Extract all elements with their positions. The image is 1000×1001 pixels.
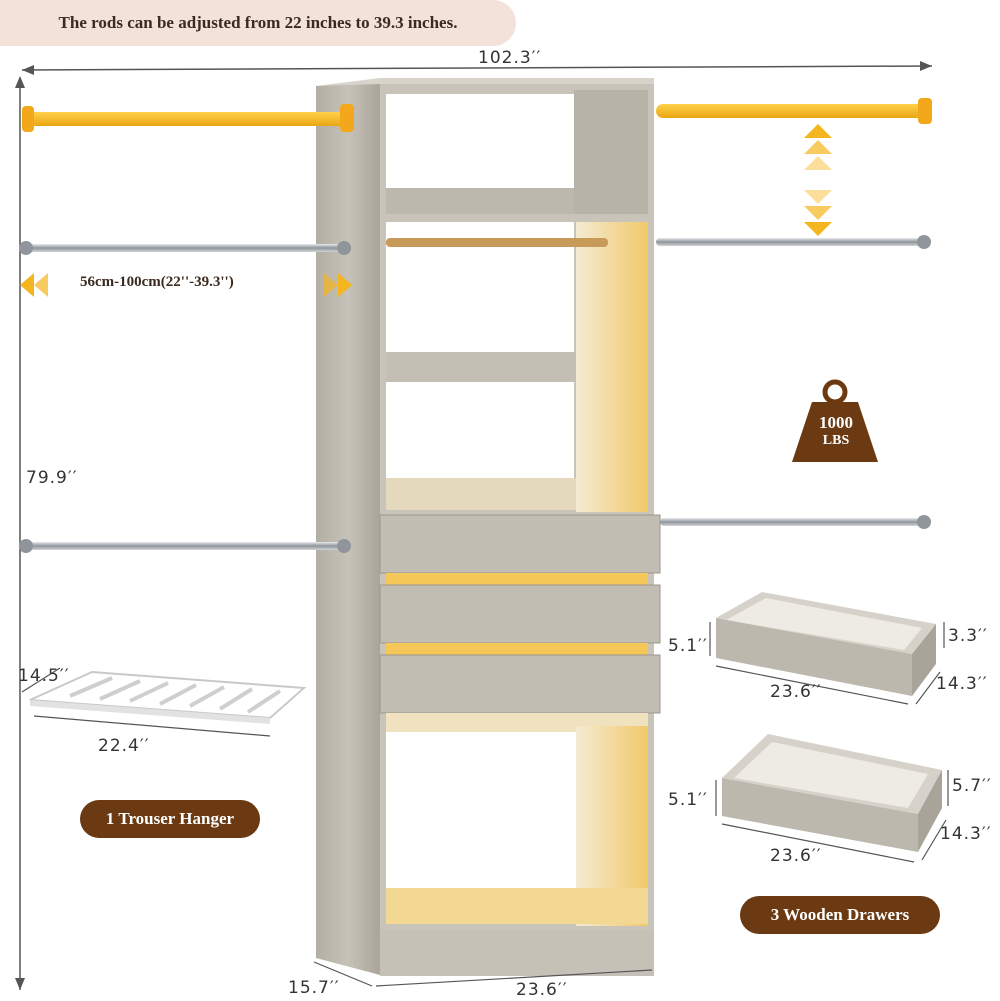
gold-rod-left [22, 104, 354, 132]
header-note: The rods can be adjusted from 22 inches … [58, 13, 458, 32]
depth-label: 15.7′′ [288, 978, 340, 998]
silver-rod-right-lower [660, 515, 931, 529]
silver-rod-left-lower [19, 539, 351, 553]
total-width-label: 102.3′′ [478, 48, 542, 68]
tower-cabinet [316, 78, 661, 976]
silver-rod-left-upper [19, 241, 351, 255]
weight-value: 1000 [819, 413, 853, 432]
drawer-small-depth-label: 14.3′′ [936, 674, 988, 694]
drawer-small-illustration [709, 592, 945, 705]
drawer-small-side-label: 3.3′′ [948, 626, 988, 646]
trouser-hanger [21, 667, 307, 737]
drawer-large-height-label: 5.1′′ [668, 790, 708, 810]
gold-rod-right [656, 98, 932, 124]
wooden-drawers-label: 3 Wooden Drawers [740, 896, 940, 934]
header-banner: The rods can be adjusted from 22 inches … [0, 0, 516, 46]
cabinet-width-label: 23.6′′ [516, 980, 568, 1000]
drawer-large-width-label: 23.6′′ [770, 846, 822, 866]
left-arrows-icon [20, 273, 48, 297]
total-height-line [15, 76, 25, 990]
hanger-depth-label: 14.5′′ [18, 666, 70, 686]
silver-rod-right-upper [656, 235, 931, 249]
cabinet-width-line [375, 969, 653, 987]
up-arrows-icon [804, 124, 832, 170]
hanger-width-label: 22.4′′ [98, 736, 150, 756]
trouser-hanger-label: 1 Trouser Hanger [80, 800, 260, 838]
drawer-large-illustration [715, 734, 949, 863]
right-arrows-icon [324, 273, 352, 297]
weight-unit: LBS [822, 433, 850, 448]
drawer-large-side-label: 5.7′′ [952, 776, 992, 796]
total-height-label: 79.9′′ [26, 468, 78, 488]
drawer-large-depth-label: 14.3′′ [940, 824, 992, 844]
rod-range-label: 56cm-100cm(22''-39.3'') [80, 274, 234, 290]
drawer-small-width-label: 23.6′′ [770, 682, 822, 702]
weight-badge: 1000 LBS [796, 414, 876, 450]
depth-line [313, 961, 373, 987]
drawer-small-height-label: 5.1′′ [668, 636, 708, 656]
weight-icon [792, 379, 878, 462]
down-arrows-icon [804, 190, 832, 236]
total-width-line [21, 61, 933, 75]
